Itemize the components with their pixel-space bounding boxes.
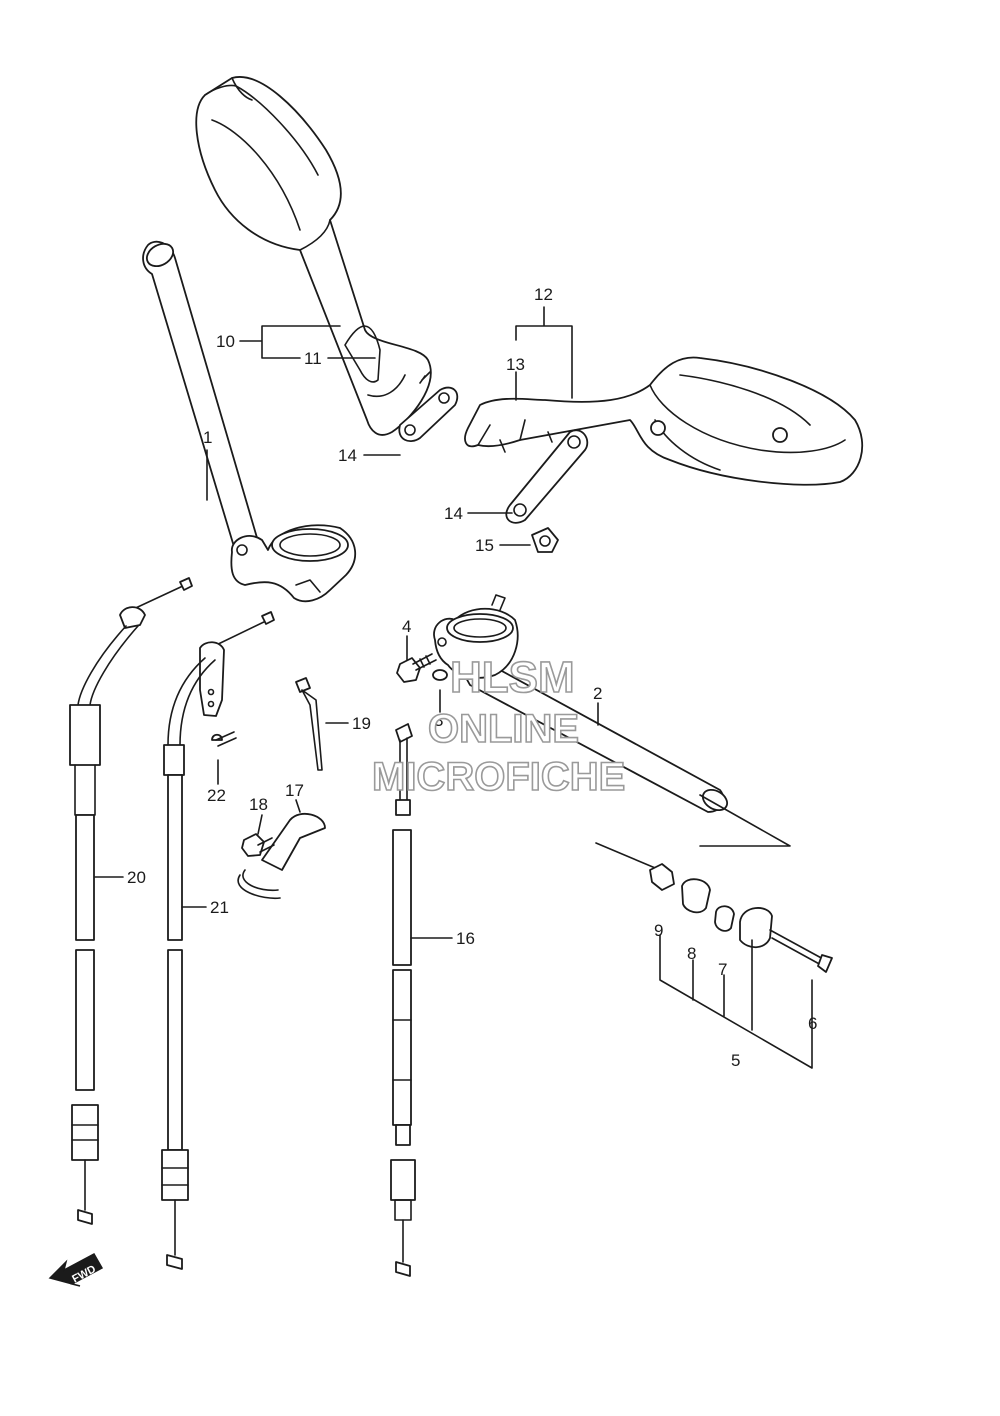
watermark-line3: MICROFICHE <box>372 755 625 799</box>
label-20: 20 <box>127 868 146 887</box>
label-17: 17 <box>285 781 304 800</box>
bolt-18 <box>241 833 275 857</box>
label-16: 16 <box>456 929 475 948</box>
cable-16 <box>390 723 416 1277</box>
label-6: 6 <box>808 1014 817 1033</box>
leader-lines <box>94 306 599 939</box>
label-13: 13 <box>506 355 525 374</box>
bracket-5 <box>659 934 813 1069</box>
label-15: 15 <box>475 536 494 555</box>
right-mirror <box>464 356 864 486</box>
bar-end-assembly <box>649 863 833 973</box>
label-9: 9 <box>654 921 663 940</box>
label-3: 3 <box>434 711 443 730</box>
label-11: 11 <box>304 349 322 368</box>
explode-line-lower <box>595 842 661 871</box>
label-14-left: 14 <box>338 446 357 465</box>
label-21: 21 <box>210 898 229 917</box>
label-1: 1 <box>203 428 212 447</box>
left-handlebar <box>142 240 356 603</box>
label-8: 8 <box>687 944 696 963</box>
mirror-plate-right <box>505 429 589 524</box>
fwd-arrow-icon <box>48 1252 104 1287</box>
watermark: HLSM ONLINE MICROFICHE <box>371 652 626 800</box>
label-22: 22 <box>207 786 226 805</box>
clamp-19 <box>295 677 323 771</box>
watermark-line2: ONLINE <box>428 707 579 751</box>
label-19: 19 <box>352 714 371 733</box>
mirror-plate-left <box>398 371 459 442</box>
label-14-right: 14 <box>444 504 463 523</box>
part-labels: 1 2 3 4 5 6 7 8 9 10 11 12 13 14 14 15 1… <box>127 285 817 1070</box>
label-5: 5 <box>731 1051 740 1070</box>
fwd-arrow: FWD <box>48 1252 104 1287</box>
watermark-line1: HLSM <box>450 653 575 702</box>
cable-20 <box>69 577 193 1225</box>
label-10: 10 <box>216 332 235 351</box>
label-18: 18 <box>249 795 268 814</box>
washer-3 <box>432 669 448 681</box>
explode-line-upper <box>699 794 791 847</box>
bolt-4 <box>396 653 437 683</box>
label-12: 12 <box>534 285 553 304</box>
label-2: 2 <box>593 684 602 703</box>
screw-22 <box>211 731 237 747</box>
label-7: 7 <box>718 960 727 979</box>
clamp-17 <box>237 812 326 900</box>
cable-21 <box>161 611 275 1270</box>
nut-15 <box>531 527 559 553</box>
label-4: 4 <box>402 617 411 636</box>
left-mirror <box>195 76 432 436</box>
